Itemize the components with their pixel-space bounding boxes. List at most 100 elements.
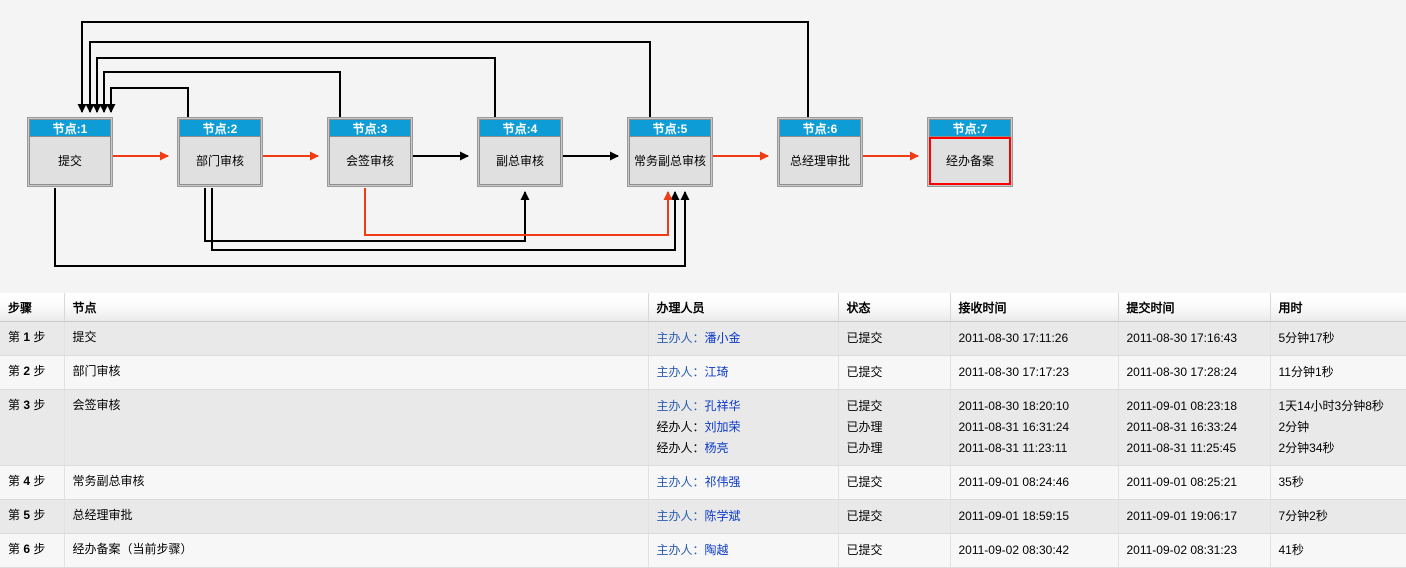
col-header-step: 步骤 bbox=[0, 293, 65, 322]
cell-recv: 2011-08-30 17:17:23 bbox=[950, 355, 1119, 390]
flow-node-3-label: 会签审核 bbox=[329, 137, 411, 185]
handler-name[interactable]: 江琦 bbox=[704, 365, 729, 379]
cell-handler: 主办人：陶越 bbox=[648, 533, 839, 568]
cell-handler-line[interactable]: 主办人：陶越 bbox=[657, 540, 838, 561]
cell-node: 常务副总审核 bbox=[64, 465, 649, 500]
cell-submit-line: 2011-09-02 08:31:23 bbox=[1126, 543, 1238, 557]
flow-node-1[interactable]: 节点:1 提交 bbox=[27, 117, 113, 187]
col-header-recv: 接收时间 bbox=[950, 293, 1119, 322]
cell-recv-line: 2011-08-30 17:17:23 bbox=[958, 365, 1070, 379]
cell-recv-line: 2011-08-30 18:20:10 bbox=[958, 399, 1070, 413]
flow-node-4-label: 副总审核 bbox=[479, 137, 561, 185]
cell-submit: 2011-08-30 17:28:24 bbox=[1118, 355, 1271, 390]
cell-duration-line: 2分钟34秒 bbox=[1278, 441, 1335, 455]
cell-duration-line: 11分钟1秒 bbox=[1278, 365, 1334, 379]
cell-handler-line[interactable]: 主办人：江琦 bbox=[657, 362, 838, 383]
handler-name[interactable]: 孔祥华 bbox=[704, 399, 741, 413]
cell-node: 经办备案（当前步骤） bbox=[64, 533, 649, 568]
flow-node-1-header: 节点:1 bbox=[29, 119, 111, 137]
handler-role: 经办人： bbox=[656, 441, 705, 455]
cell-recv: 2011-09-01 08:24:46 bbox=[950, 465, 1119, 500]
col-header-state: 状态 bbox=[838, 293, 951, 322]
cell-submit: 2011-09-02 08:31:23 bbox=[1118, 533, 1271, 568]
cell-recv-line: 2011-08-31 16:31:24 bbox=[958, 420, 1070, 434]
cell-handler-line[interactable]: 主办人：潘小金 bbox=[657, 328, 838, 349]
cell-handler: 主办人：祁伟强 bbox=[648, 465, 839, 500]
cell-submit-line: 2011-09-01 19:06:17 bbox=[1126, 509, 1238, 523]
flow-node-7-current[interactable]: 节点:7 经办备案 bbox=[927, 117, 1013, 187]
handler-role: 主办人： bbox=[656, 399, 705, 413]
cell-duration-line: 1天14小时3分钟8秒 bbox=[1278, 399, 1384, 413]
cell-handler: 主办人：陈学斌 bbox=[648, 499, 839, 534]
handler-name[interactable]: 陶越 bbox=[704, 543, 729, 557]
table-header: 步骤 节点 办理人员 状态 接收时间 提交时间 用时 bbox=[0, 293, 1406, 322]
table-row: 第 2 步部门审核主办人：江琦已提交 2011-08-30 17:17:23 201… bbox=[0, 355, 1406, 390]
flow-node-5[interactable]: 节点:5 常务副总审核 bbox=[627, 117, 713, 187]
cell-step: 第 6 步 bbox=[0, 533, 65, 568]
flow-node-6[interactable]: 节点:6 总经理审批 bbox=[777, 117, 863, 187]
cell-submit-line: 2011-08-31 16:33:24 bbox=[1126, 420, 1238, 434]
flow-node-1-label: 提交 bbox=[29, 137, 111, 185]
flow-node-5-label: 常务副总审核 bbox=[629, 137, 711, 185]
cell-node: 总经理审批 bbox=[64, 499, 649, 534]
cell-step: 第 2 步 bbox=[0, 355, 65, 390]
cell-handler-line[interactable]: 经办人：刘加荣 bbox=[657, 417, 838, 438]
flow-node-2[interactable]: 节点:2 部门审核 bbox=[177, 117, 263, 187]
flow-node-7-label: 经办备案 bbox=[929, 137, 1011, 185]
cell-submit-line: 2011-08-30 17:16:43 bbox=[1126, 331, 1238, 345]
cell-submit-line: 2011-09-01 08:25:21 bbox=[1126, 475, 1238, 489]
flow-node-4[interactable]: 节点:4 副总审核 bbox=[477, 117, 563, 187]
cell-recv: 2011-08-30 17:11:26 bbox=[950, 321, 1119, 356]
table-header-row: 步骤 节点 办理人员 状态 接收时间 提交时间 用时 bbox=[0, 293, 1406, 322]
flow-node-2-label: 部门审核 bbox=[179, 137, 261, 185]
flow-node-6-label: 总经理审批 bbox=[779, 137, 861, 185]
cell-state-line: 已提交 bbox=[846, 399, 883, 413]
handler-name[interactable]: 刘加荣 bbox=[704, 420, 741, 434]
handler-name[interactable]: 祁伟强 bbox=[704, 475, 741, 489]
handler-role: 主办人： bbox=[656, 331, 705, 345]
flow-node-6-header: 节点:6 bbox=[779, 119, 861, 137]
cell-state-line: 已提交 bbox=[846, 543, 883, 557]
cell-recv: 2011-09-01 18:59:15 bbox=[950, 499, 1119, 534]
cell-duration: 11分钟1秒 bbox=[1270, 355, 1406, 390]
cell-node: 提交 bbox=[64, 321, 649, 356]
flow-node-4-header: 节点:4 bbox=[479, 119, 561, 137]
flow-node-3-header: 节点:3 bbox=[329, 119, 411, 137]
cell-submit: 2011-09-01 08:25:21 bbox=[1118, 465, 1271, 500]
handler-role: 经办人： bbox=[656, 420, 705, 434]
handler-name[interactable]: 陈学斌 bbox=[704, 509, 741, 523]
cell-state: 已提交 bbox=[838, 499, 951, 534]
cell-state-line: 已提交 bbox=[846, 331, 883, 345]
cell-handler-line[interactable]: 主办人：陈学斌 bbox=[657, 506, 838, 527]
cell-handler-line[interactable]: 经办人：杨亮 bbox=[657, 438, 838, 459]
workflow-diagram: 节点:1 提交 节点:2 部门审核 节点:3 会签审核 节点:4 副总审核 节点… bbox=[0, 0, 1406, 293]
handler-role: 主办人： bbox=[656, 509, 705, 523]
cell-handler-line[interactable]: 主办人：孔祥华 bbox=[657, 396, 838, 417]
cell-state: 已提交 bbox=[838, 355, 951, 390]
flow-node-7-header: 节点:7 bbox=[929, 119, 1011, 137]
flow-node-2-header: 节点:2 bbox=[179, 119, 261, 137]
cell-step: 第 1 步 bbox=[0, 321, 65, 356]
cell-submit: 2011-09-01 19:06:17 bbox=[1118, 499, 1271, 534]
cell-step: 第 3 步 bbox=[0, 389, 65, 466]
cell-submit: 2011-08-30 17:16:43 bbox=[1118, 321, 1271, 356]
handler-name[interactable]: 杨亮 bbox=[704, 441, 729, 455]
cell-state: 已提交 bbox=[838, 465, 951, 500]
cell-submit-line: 2011-08-31 11:25:45 bbox=[1126, 441, 1237, 455]
cell-duration: 41秒 bbox=[1270, 533, 1406, 568]
handler-name[interactable]: 潘小金 bbox=[704, 331, 741, 345]
cell-duration-line: 5分钟17秒 bbox=[1278, 331, 1335, 345]
cell-node: 部门审核 bbox=[64, 355, 649, 390]
cell-duration: 7分钟2秒 bbox=[1270, 499, 1406, 534]
handler-role: 主办人： bbox=[656, 543, 705, 557]
flow-node-3[interactable]: 节点:3 会签审核 bbox=[327, 117, 413, 187]
cell-state: 已提交 bbox=[838, 533, 951, 568]
cell-handler-line[interactable]: 主办人：祁伟强 bbox=[657, 472, 838, 493]
cell-state-line: 已办理 bbox=[846, 420, 883, 434]
